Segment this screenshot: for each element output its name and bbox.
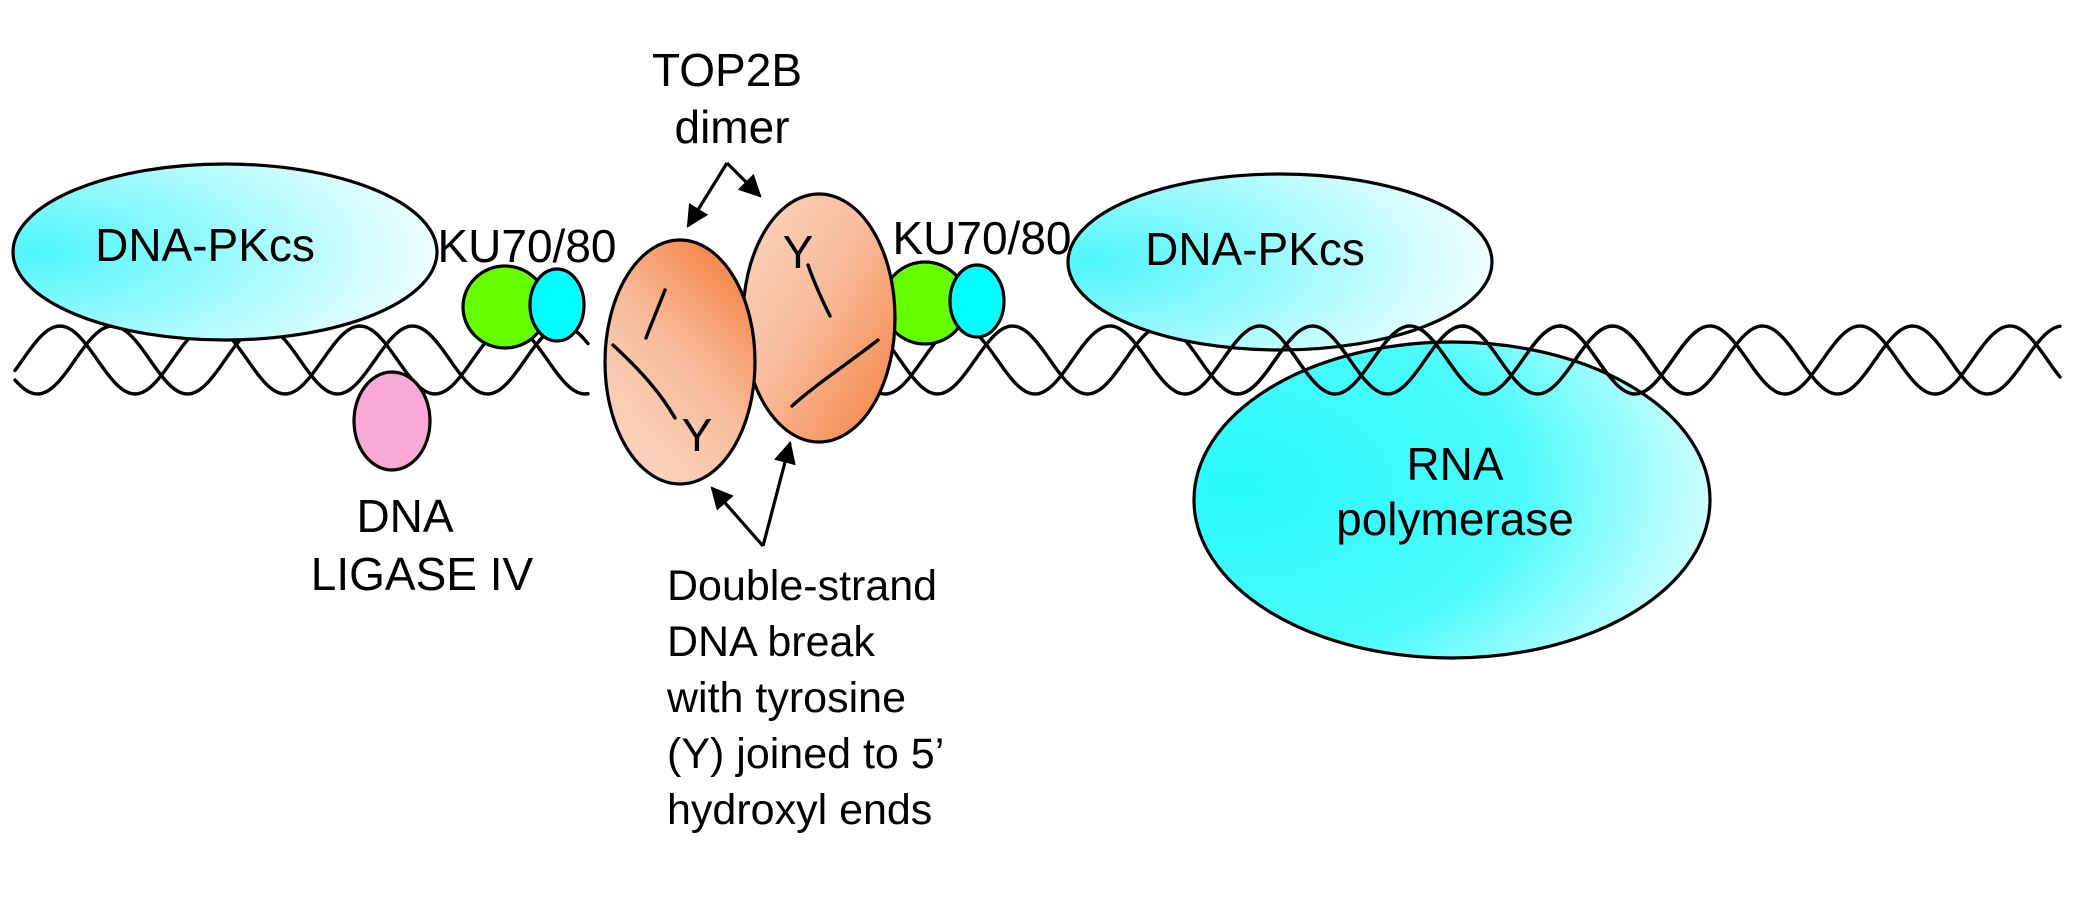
dna-ligase-label-line2: LIGASE IV	[311, 548, 534, 600]
top2b-right-subunit	[741, 192, 897, 444]
strand-through-left	[644, 288, 667, 340]
break-label-line2: DNA break	[667, 618, 875, 666]
dna-strand-b-over	[1223, 324, 1701, 396]
rna-polymerase-label-line1: RNA	[1406, 438, 1503, 490]
tyrosine-right-label: Y	[783, 226, 814, 278]
break-label-line3: with tyrosine	[666, 674, 906, 722]
dna-strand-a-over	[1223, 324, 1701, 396]
top2b-arrow-left	[686, 162, 729, 228]
tyrosine-left-label: Y	[682, 409, 713, 461]
break-arrow-left	[710, 486, 765, 548]
break-arrow-right	[761, 440, 796, 547]
ku80-right-shape	[948, 263, 1006, 339]
top2b-callout: TOP2B dimer	[652, 44, 802, 228]
ku80-left-shape	[528, 267, 586, 343]
strand-through-right	[806, 263, 832, 318]
ku70-80-right: KU70/80	[881, 212, 1072, 346]
top2b-label-line2: dimer	[674, 101, 789, 153]
rna-polymerase: RNA polymerase	[1192, 340, 1712, 660]
break-label-line1: Double-strand	[667, 562, 937, 610]
top2b-dimer: Y Y	[603, 192, 897, 486]
dna-pkcs-left-shape	[11, 162, 439, 342]
dna-over-polymerase	[1223, 324, 1701, 396]
ku70-80-left-label: KU70/80	[437, 220, 616, 272]
break-label-line5: hydroxyl ends	[667, 786, 932, 834]
dna-pkcs-right-label: DNA-PKcs	[1145, 223, 1365, 275]
top2b-left-subunit	[603, 238, 757, 486]
dna-ligase-iv: DNA LIGASE IV	[311, 370, 534, 600]
ku70-80-left: KU70/80	[437, 220, 617, 350]
broken-strand-left	[611, 343, 677, 420]
dna-double-helix	[13, 324, 2062, 396]
dna-ligase-label-line1: DNA	[356, 490, 453, 542]
dna-pkcs-right: DNA-PKcs	[1066, 172, 1494, 352]
break-label-line4: (Y) joined to 5’	[667, 730, 944, 778]
ku70-80-right-label: KU70/80	[892, 212, 1071, 264]
top2b-label-line1: TOP2B	[652, 44, 802, 96]
break-callout: Double-strand DNA break with tyrosine (Y…	[666, 440, 944, 834]
dna-ligase-iv-shape	[352, 370, 432, 472]
dna-pkcs-left: DNA-PKcs	[11, 162, 439, 342]
rna-polymerase-shape	[1192, 340, 1712, 660]
dna-pkcs-left-label: DNA-PKcs	[95, 219, 315, 271]
broken-strand-right	[790, 338, 880, 408]
rna-polymerase-label-line2: polymerase	[1336, 493, 1574, 545]
dna-pkcs-right-shape	[1066, 172, 1494, 352]
top2b-arrow-right	[725, 161, 762, 198]
